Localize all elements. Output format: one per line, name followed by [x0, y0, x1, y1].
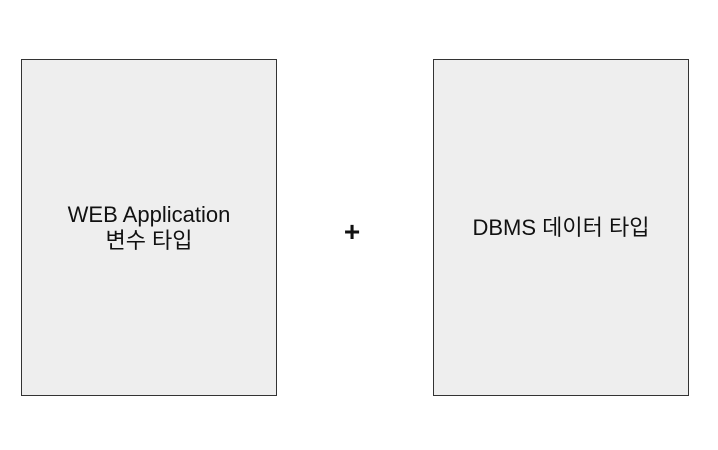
- box-label-line-1: WEB Application: [67, 201, 231, 227]
- box-label-line-1: DBMS 데이터 타입: [472, 214, 650, 240]
- web-application-variable-type-box: WEB Application 변수 타입: [21, 59, 277, 396]
- dbms-data-type-box: DBMS 데이터 타입: [433, 59, 689, 396]
- plus-operator: +: [343, 216, 361, 247]
- box-label-line-2: 변수 타입: [105, 227, 193, 253]
